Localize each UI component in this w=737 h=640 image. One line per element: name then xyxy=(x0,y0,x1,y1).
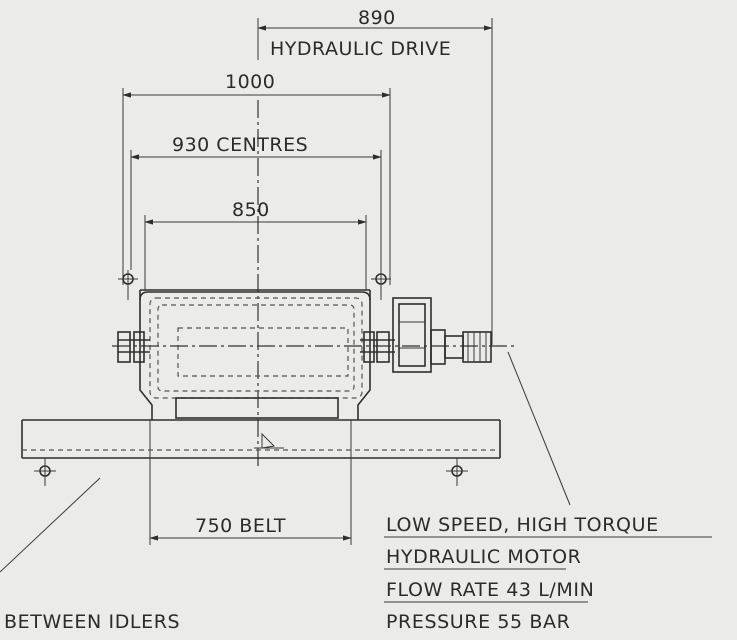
motor-note: LOW SPEED, HIGH TORQUE HYDRAULIC MOTOR F… xyxy=(384,514,712,633)
leader-line-frame xyxy=(0,477,101,573)
fixing-point-right xyxy=(446,458,468,486)
motor-note-line-1: LOW SPEED, HIGH TORQUE xyxy=(386,514,659,536)
fixing-point-left xyxy=(34,458,56,486)
dimension-750-belt: 750 BELT xyxy=(195,515,286,537)
dimension-890-value: 890 xyxy=(358,7,396,29)
dimension-hydraulic-drive-label: HYDRAULIC DRIVE xyxy=(270,38,451,60)
dimension-850-value: 850 xyxy=(232,199,270,221)
dimension-1000-value: 1000 xyxy=(225,71,275,93)
dimension-drum-width: 850 xyxy=(144,199,367,290)
dimension-hydraulic-drive: 890 HYDRAULIC DRIVE xyxy=(257,7,493,345)
motor-note-line-2: HYDRAULIC MOTOR xyxy=(386,546,581,568)
dimension-belt-width: 750 BELT xyxy=(149,420,352,545)
leader-line-motor xyxy=(507,351,571,506)
support-beam xyxy=(21,419,501,459)
dimension-overall-width: 1000 xyxy=(122,71,391,285)
dimension-centres: 930 CENTRES xyxy=(130,134,382,270)
frame-note: BETWEEN IDLERS xyxy=(4,611,180,633)
motor-note-line-4: PRESSURE 55 BAR xyxy=(386,611,570,633)
dimension-930-centres: 930 CENTRES xyxy=(172,134,308,156)
drive-pulley-assembly xyxy=(112,270,515,420)
motor-note-line-3: FLOW RATE 43 L/MIN xyxy=(386,579,594,601)
hydraulic-motor-assembly xyxy=(392,297,492,373)
